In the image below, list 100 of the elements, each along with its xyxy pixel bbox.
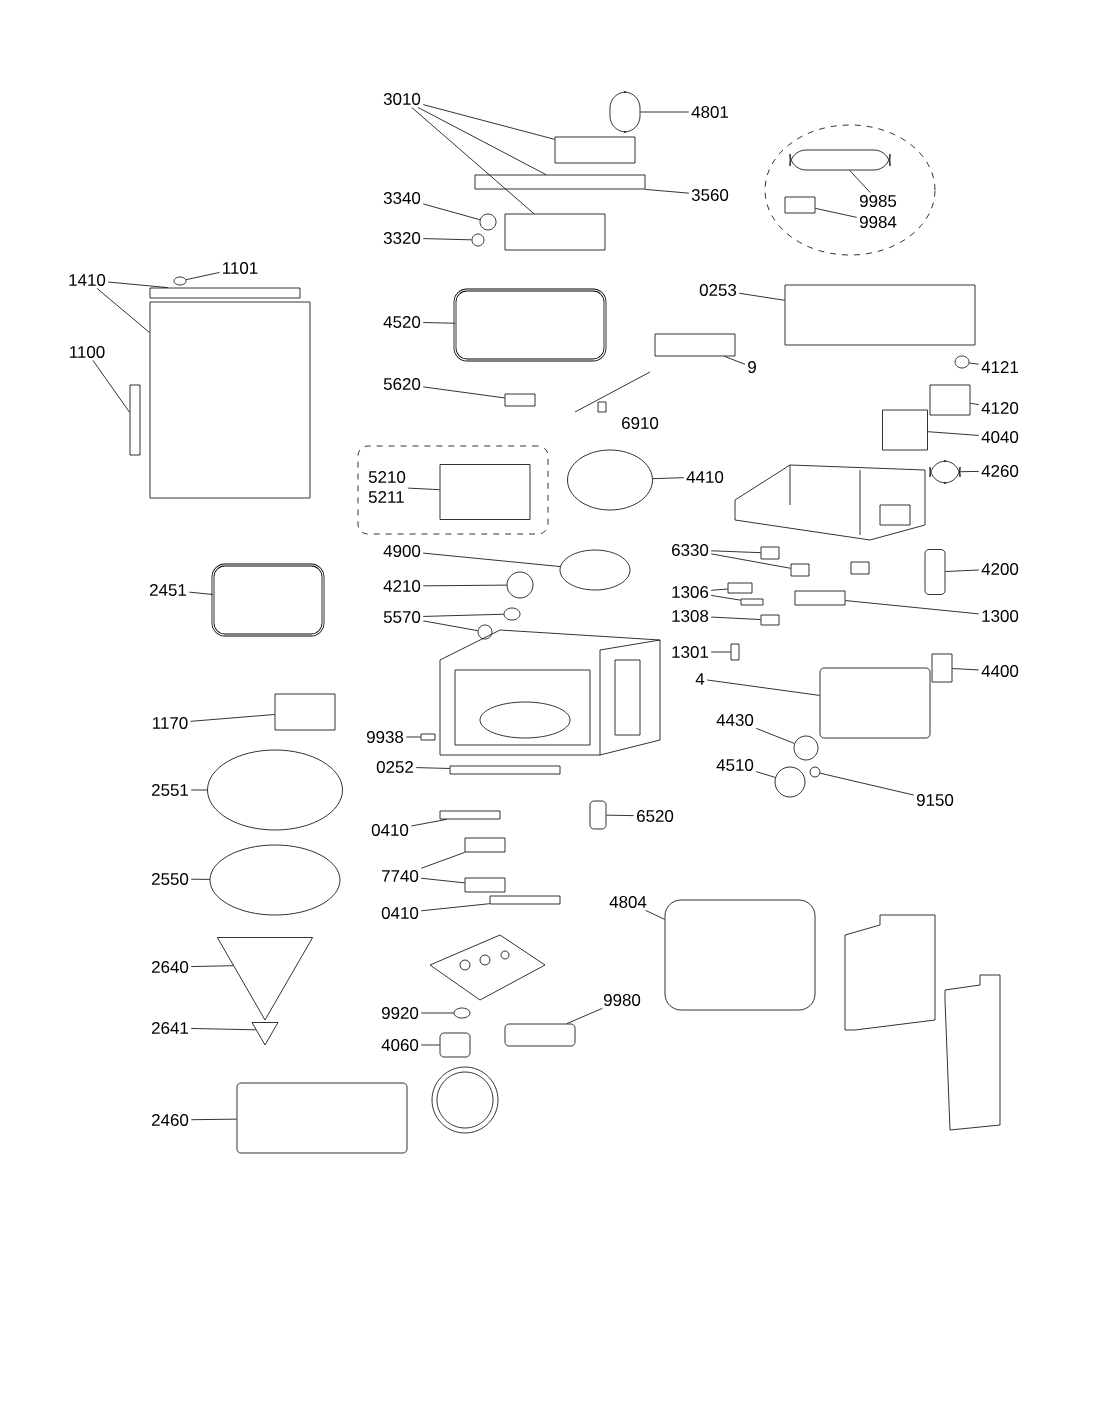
callout-number: 4520 (383, 316, 421, 328)
door-trim (149, 287, 301, 299)
leader-line (190, 965, 234, 967)
callout-number: 4060 (381, 1039, 419, 1051)
callout-number: 2640 (152, 961, 189, 973)
clip (784, 196, 816, 214)
leader-line (190, 878, 210, 880)
callout-number: 4040 (981, 431, 1019, 443)
callout-number: 4430 (716, 714, 754, 726)
callout-number: 4410 (686, 471, 724, 483)
callout-number: 1101 (223, 262, 258, 274)
cavity-back (819, 667, 931, 739)
leader-line (645, 189, 690, 194)
callout-number: 7740 (382, 870, 419, 882)
fan-motor (931, 653, 953, 683)
filter (506, 571, 534, 599)
control-frame (474, 174, 646, 190)
leader-line (422, 620, 479, 632)
cable (929, 460, 961, 484)
callout-number: 4120 (981, 402, 1019, 414)
callout-number: 4210 (383, 580, 421, 592)
dashed-outline (764, 124, 936, 256)
leader-line (422, 613, 504, 617)
leader-line (417, 107, 547, 175)
leader-line (190, 1118, 237, 1121)
door-handle (129, 384, 141, 456)
callout-number: 9984 (859, 216, 897, 228)
callout-number: 5210 5211 (368, 471, 406, 503)
callout-number: 4510 (716, 759, 754, 771)
leader-line (952, 668, 980, 671)
callout-number: 4400 (981, 665, 1019, 677)
leader-line (107, 281, 169, 288)
dashed-outline (357, 445, 549, 535)
callout-number: 4804 (609, 896, 647, 908)
thermostat (477, 624, 493, 640)
strip (449, 765, 561, 775)
bracket (464, 877, 506, 893)
leader-line (815, 207, 858, 218)
fan-blade (793, 735, 819, 761)
leader-line (407, 487, 440, 491)
callout-number: 1300 (982, 610, 1019, 622)
leader-line (710, 550, 761, 554)
leader-line (422, 238, 472, 241)
washer (453, 1007, 471, 1019)
leader-line (188, 591, 213, 595)
cable (789, 149, 891, 171)
leader-line (420, 903, 490, 912)
callout-number: 0410 (371, 824, 409, 836)
callout-number: 0410 (381, 907, 419, 919)
bracket (464, 837, 506, 853)
knob (471, 233, 485, 247)
leader-line (415, 767, 450, 769)
leader-line (96, 288, 150, 333)
turntable-ring (207, 749, 343, 831)
callout-number: 9985 (859, 195, 897, 207)
plate (727, 582, 753, 594)
transformer (929, 384, 971, 416)
callout-number: 2550 (152, 873, 189, 885)
callout-number: 3320 (383, 232, 421, 244)
latch (760, 614, 780, 626)
relay (760, 546, 780, 560)
leader-line (710, 616, 761, 620)
callout-number: 1308 (672, 610, 709, 622)
spring (740, 598, 764, 606)
magnetron (882, 409, 928, 451)
leader-line (652, 477, 685, 480)
leader-line (640, 111, 690, 113)
callout-number: 1170 (153, 717, 188, 729)
leader-line (411, 107, 535, 214)
roller-support (216, 937, 314, 1021)
leader-line (960, 471, 980, 473)
leader-line (190, 1028, 257, 1031)
leader-line (706, 679, 820, 696)
callout-number: 6910 (622, 417, 659, 429)
wire-harness (609, 91, 641, 133)
leader-line (422, 584, 507, 587)
leader-line (755, 771, 776, 778)
callout-number: 9980 (603, 994, 641, 1006)
fan-motor (567, 449, 653, 511)
heating-ring (774, 766, 806, 798)
callout-number: 2551 (152, 784, 188, 796)
leader-line (190, 714, 275, 722)
callout-number: 4260 (981, 465, 1019, 477)
leader-line (420, 877, 465, 884)
callout-number: 1301 (672, 646, 708, 658)
leader-line (970, 402, 980, 405)
thermostat (503, 607, 521, 621)
leader-line (422, 322, 455, 324)
callout-number: 4200 (981, 563, 1019, 575)
thermostat (589, 800, 607, 830)
leader-line (405, 736, 421, 738)
callout-number: 4900 (383, 545, 421, 557)
callout-number: 1100 (70, 346, 105, 358)
leader-line (845, 600, 980, 615)
leader-line (755, 728, 795, 744)
leader-line (422, 386, 505, 399)
callout-number: 2641 (152, 1022, 188, 1034)
leader-line (422, 104, 555, 140)
wire-rack (211, 563, 325, 637)
callout-number: 9150 (916, 794, 954, 806)
